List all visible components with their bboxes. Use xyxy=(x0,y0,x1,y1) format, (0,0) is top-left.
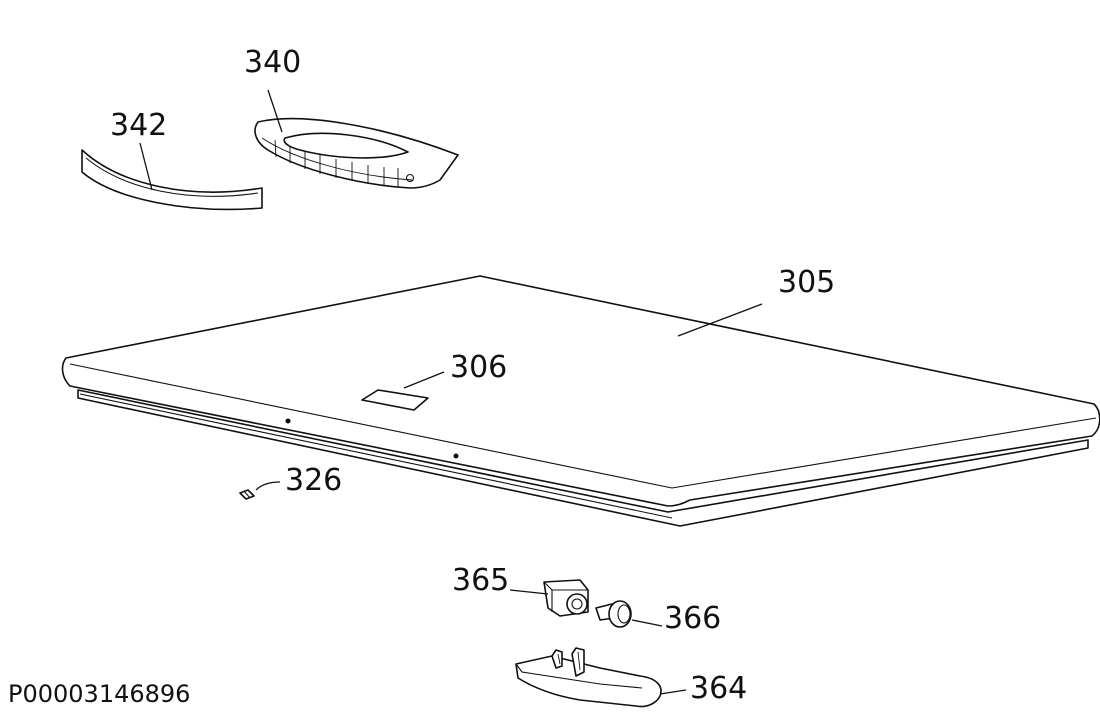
leader-366 xyxy=(631,619,663,627)
part-364-end-cap xyxy=(515,647,687,708)
leader-305 xyxy=(677,303,763,337)
part-305-panel xyxy=(61,275,1100,527)
label-326: 326 xyxy=(285,463,343,498)
label-365: 365 xyxy=(452,563,510,598)
part-342-curved-strip xyxy=(81,142,263,211)
part-340-handle-cover xyxy=(254,89,459,189)
part-306-label-plate xyxy=(361,371,445,411)
label-366: 366 xyxy=(664,601,722,636)
leader-306 xyxy=(403,371,445,389)
part-365-hinge-bracket xyxy=(509,579,589,617)
leader-340 xyxy=(267,89,283,133)
label-340: 340 xyxy=(244,45,302,80)
label-364: 364 xyxy=(690,671,748,706)
leader-326 xyxy=(255,481,281,491)
document-id: P00003146896 xyxy=(8,680,191,708)
leader-342 xyxy=(139,142,153,191)
label-306: 306 xyxy=(450,350,508,385)
label-342: 342 xyxy=(110,108,168,143)
leader-365 xyxy=(509,589,549,595)
label-305: 305 xyxy=(778,265,836,300)
part-326-screw xyxy=(239,481,281,500)
leader-364 xyxy=(659,689,687,695)
part-366-pin xyxy=(595,600,663,628)
